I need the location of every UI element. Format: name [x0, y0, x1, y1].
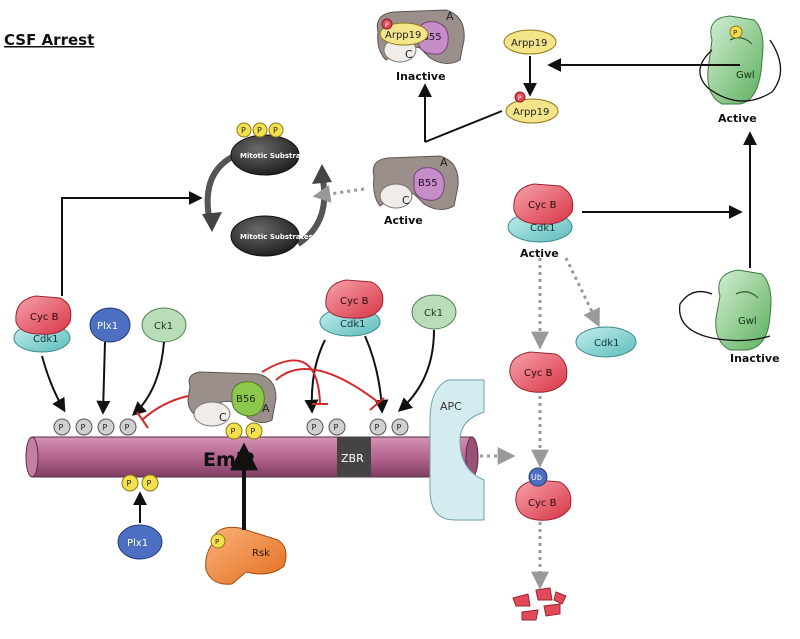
cdk1-label: Cdk1 [594, 338, 619, 349]
arrows-activation [41, 56, 757, 523]
phospho-label: P [385, 22, 389, 29]
apc-complex: APC [429, 379, 485, 521]
mitotic-substrates-bottom-label: Mitotic Substrates [240, 233, 313, 241]
b55-label: B55 [422, 32, 442, 43]
cycb-cdk1-left: Cyc B Cdk1 [13, 295, 72, 353]
pp2a-a-label: A [446, 10, 454, 23]
phospho-label: P [147, 479, 152, 488]
ck1-label: Ck1 [424, 308, 443, 319]
arrows-dotted [312, 185, 600, 590]
gwl-top-state: Active [718, 112, 757, 125]
pp2a-a-label: A [262, 402, 270, 415]
cycb-free: Cyc B [509, 351, 568, 393]
phospho-label: P [241, 126, 246, 135]
phospho-label: P [257, 126, 262, 135]
emi2-protein: ZBR Emi2 [25, 436, 479, 478]
pp2a-c-label: C [402, 194, 410, 207]
rsk-label: Rsk [252, 548, 270, 559]
apc-label: APC [440, 400, 462, 413]
ck1-right: Ck1 [411, 294, 457, 330]
phospho-sites-right: P P [369, 418, 409, 436]
phospho-sites-b56: P P [225, 422, 263, 440]
ck1-label: Ck1 [154, 321, 173, 332]
gwl-label: Gwl [738, 316, 757, 327]
plx1-top: Plx1 [89, 307, 131, 343]
cdk1-label: Cdk1 [340, 319, 365, 330]
cdk-right-state: Active [520, 247, 559, 260]
b56-label: B56 [236, 394, 256, 405]
inhibition-lines [136, 359, 385, 429]
phospho-label: P [375, 423, 380, 432]
ub-label: Ub [531, 473, 542, 482]
mitotic-substrates-bottom [230, 215, 300, 257]
mitotic-substrates-cycle: Mitotic Substrates Mitotic Substrates P … [202, 122, 332, 257]
phospho-label: P [103, 423, 108, 432]
gwl-label: Gwl [736, 70, 755, 81]
pp2a-b55-active: B55 C A Active [372, 155, 459, 227]
cdk1-label: Cdk1 [33, 334, 58, 345]
pp2a-c-label: C [219, 411, 227, 424]
pp2a-mid-state: Active [384, 214, 423, 227]
phospho-label: P [231, 427, 236, 436]
phospho-label: P [312, 423, 317, 432]
phospho-sites-plx1-bottom: P P [121, 474, 159, 492]
pp2a-b55-inactive: B55 C A Arpp19 P Inactive [376, 9, 465, 83]
cdk1-free: Cdk1 [575, 326, 637, 358]
phospho-label: P [251, 427, 256, 436]
cycb-cdk1-middle: Cyc B Cdk1 [319, 279, 384, 337]
diagram-title: CSF Arrest [4, 31, 94, 49]
ck1-left: Ck1 [141, 307, 187, 343]
pp2a-top-state: Inactive [396, 70, 446, 83]
pp2a-c-label: C [405, 48, 413, 61]
cycb-label: Cyc B [30, 312, 59, 323]
cycb-label: Cyc B [524, 368, 553, 379]
phospho-sites-mid: P P [306, 418, 346, 436]
phospho-label: P [733, 29, 737, 37]
phospho-label: P [215, 538, 219, 546]
cycb-degraded-fragments [512, 587, 567, 621]
phospho-label: P [125, 423, 130, 432]
gwl-active: P Gwl Active [699, 15, 782, 125]
phospho-label: P [81, 423, 86, 432]
phospho-label: P [397, 423, 402, 432]
pp2a-a-label: A [440, 156, 448, 169]
plx1-label: Plx1 [127, 538, 148, 549]
zbr-label: ZBR [341, 452, 364, 465]
phospho-label: P [518, 95, 522, 102]
emi2-label: Emi2 [203, 449, 256, 471]
cycb-label: Cyc B [528, 498, 557, 509]
arpp19-unphospho: Arpp19 [503, 29, 557, 55]
gwl-bottom-state: Inactive [730, 352, 780, 365]
arpp19-label: Arpp19 [513, 107, 549, 118]
arpp19-label: Arpp19 [511, 38, 547, 49]
phospho-label: P [273, 126, 278, 135]
zbr-domain [337, 437, 371, 477]
cycb-label: Cyc B [340, 296, 369, 307]
arpp19-label: Arpp19 [385, 30, 421, 41]
gwl-inactive: Gwl Inactive [678, 269, 780, 365]
phospho-sites-left: P P P P [53, 418, 137, 436]
rsk-kinase: P Rsk [205, 526, 287, 585]
phospho-label: P [127, 479, 132, 488]
cycb-cdk1-right: Cyc B Cdk1 Active [507, 183, 574, 260]
pp2a-b56-complex: B56 C A [187, 371, 277, 427]
cycb-label: Cyc B [528, 200, 557, 211]
plx1-label: Plx1 [97, 321, 118, 332]
mitotic-substrates-top-label: Mitotic Substrates [240, 152, 313, 160]
phospho-label: P [59, 423, 64, 432]
b55-label: B55 [418, 178, 438, 189]
phospho-label: P [334, 423, 339, 432]
cdk1-label: Cdk1 [530, 223, 555, 234]
cycb-ubiquitinated: Cyc B Ub [515, 467, 572, 521]
plx1-bottom: Plx1 [117, 524, 163, 560]
arpp19-phospho: Arpp19 P [505, 91, 559, 124]
